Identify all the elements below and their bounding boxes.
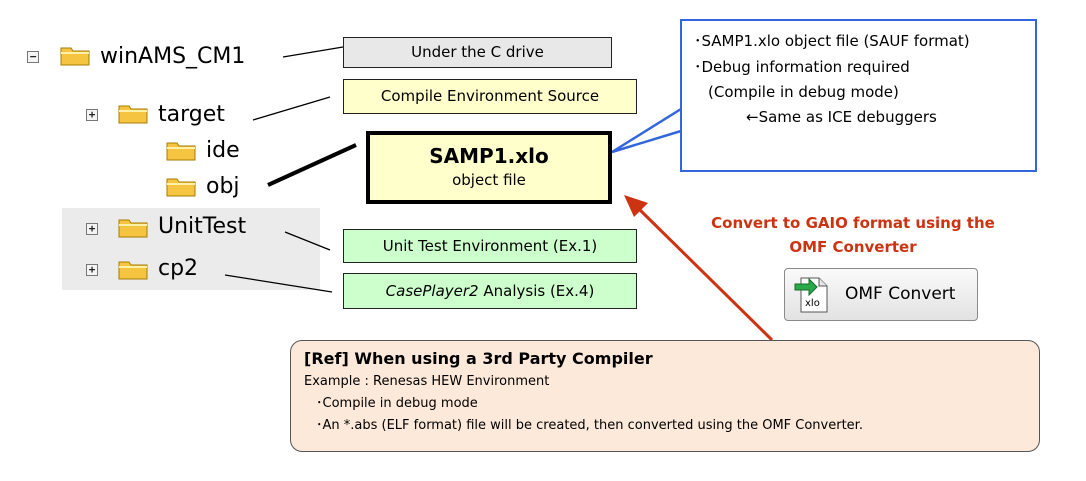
samp-subtitle: object file (452, 171, 526, 189)
folder-icon (60, 47, 90, 66)
ref-box (290, 340, 1040, 452)
expand-icon[interactable]: + (86, 223, 98, 235)
expand-icon[interactable]: + (86, 264, 98, 276)
omf-convert-button[interactable]: xlo OMF Convert (784, 268, 978, 321)
line-root-cdrive (282, 46, 344, 58)
unit-test-label: Unit Test Environment (Ex.1) (343, 229, 637, 263)
folder-icon (118, 219, 148, 238)
tree-cp2-label[interactable]: cp2 (158, 256, 199, 281)
folder-icon (166, 142, 196, 161)
tree-ide-label[interactable]: ide (206, 138, 240, 163)
tree-unittest-label[interactable]: UnitTest (158, 214, 247, 239)
tree-obj-label[interactable]: obj (206, 174, 240, 199)
callout-box (680, 19, 1037, 172)
convert-arrow-head (624, 195, 648, 217)
caseplayer-rest: Analysis (Ex.4) (478, 282, 595, 300)
line-obj-samp (267, 143, 357, 187)
callout-line-4: ←Same as ICE debuggers (746, 108, 937, 126)
callout-line-1: ･SAMP1.xlo object file (SAUF format) (694, 32, 970, 50)
expand-icon[interactable]: + (86, 109, 98, 121)
omf-icon-text: xlo (805, 298, 820, 309)
callout-tail-top (611, 107, 682, 154)
line-unittest-green (284, 231, 331, 251)
callout-line-2: ･Debug information required (694, 58, 910, 76)
caseplayer-label: CasePlayer2 Analysis (Ex.4) (343, 273, 637, 309)
line-target-compile (252, 96, 331, 121)
convert-note-line-1: Convert to GAIO format using the (711, 214, 995, 232)
ref-line-2: ･Compile in debug mode (316, 396, 478, 411)
compile-env-label: Compile Environment Source (343, 79, 637, 114)
tree-highlight (62, 208, 320, 290)
samp-object-box: SAMP1.xlo object file (366, 131, 612, 204)
callout-tail-bottom (611, 129, 682, 154)
convert-note-line-2: OMF Converter (789, 238, 917, 256)
ref-line-1: Example : Renesas HEW Environment (304, 374, 550, 389)
c-drive-label: Under the C drive (343, 37, 612, 68)
caseplayer-name: CasePlayer2 (385, 282, 479, 300)
folder-icon (118, 105, 148, 124)
tree-root-label[interactable]: winAMS_CM1 (100, 44, 246, 69)
collapse-icon[interactable]: − (27, 51, 39, 63)
convert-arrow-shaft (638, 208, 774, 342)
omf-convert-label: OMF Convert (845, 284, 956, 304)
samp-title: SAMP1.xlo (429, 144, 549, 168)
callout-line-3: (Compile in debug mode) (708, 83, 899, 101)
line-cp2-green (224, 274, 333, 293)
omf-convert-icon: xlo (793, 276, 829, 314)
folder-icon (118, 261, 148, 280)
ref-line-3: ･An *.abs (ELF format) file will be crea… (316, 418, 863, 433)
folder-icon (166, 178, 196, 197)
ref-title: [Ref] When using a 3rd Party Compiler (304, 349, 653, 368)
tree-target-label[interactable]: target (158, 102, 225, 127)
